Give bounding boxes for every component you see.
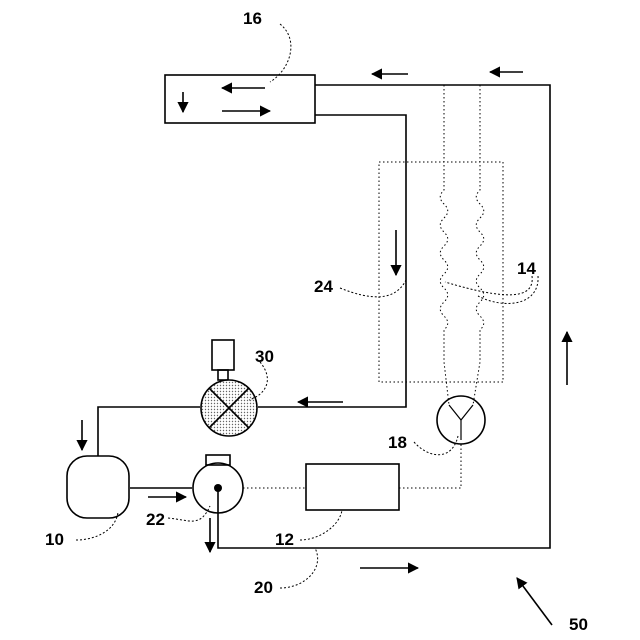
label-16: 16 xyxy=(243,9,262,28)
heater-wire-right xyxy=(473,85,484,405)
leader-12 xyxy=(300,510,342,540)
valve-to-compressor-line xyxy=(98,407,200,456)
label-12: 12 xyxy=(275,530,294,549)
label-18: 18 xyxy=(388,433,407,452)
valve-actuator xyxy=(212,340,234,370)
leader-20 xyxy=(280,548,318,588)
header-tank xyxy=(165,75,315,123)
condenser-to-junction-link xyxy=(399,444,461,488)
leader-16 xyxy=(270,24,291,82)
label-24: 24 xyxy=(314,277,333,296)
label-30: 30 xyxy=(255,347,274,366)
top-return-line xyxy=(218,85,550,548)
heat-exchanger-housing xyxy=(379,162,503,382)
leader-14b xyxy=(478,276,538,304)
arrow-system-50 xyxy=(517,578,552,625)
condenser xyxy=(306,464,399,510)
leader-18 xyxy=(414,436,458,455)
label-50: 50 xyxy=(569,615,588,634)
label-10: 10 xyxy=(45,530,64,549)
valve-stem xyxy=(218,370,228,380)
label-22: 22 xyxy=(146,510,165,529)
label-20: 20 xyxy=(254,578,273,597)
leader-10 xyxy=(76,512,118,540)
pump-core xyxy=(214,484,222,492)
label-14: 14 xyxy=(517,259,536,278)
compressor xyxy=(67,456,129,518)
heater-wire-left xyxy=(440,85,449,405)
leader-24 xyxy=(340,280,406,297)
supply-line xyxy=(258,115,406,407)
leader-14a xyxy=(445,276,532,295)
